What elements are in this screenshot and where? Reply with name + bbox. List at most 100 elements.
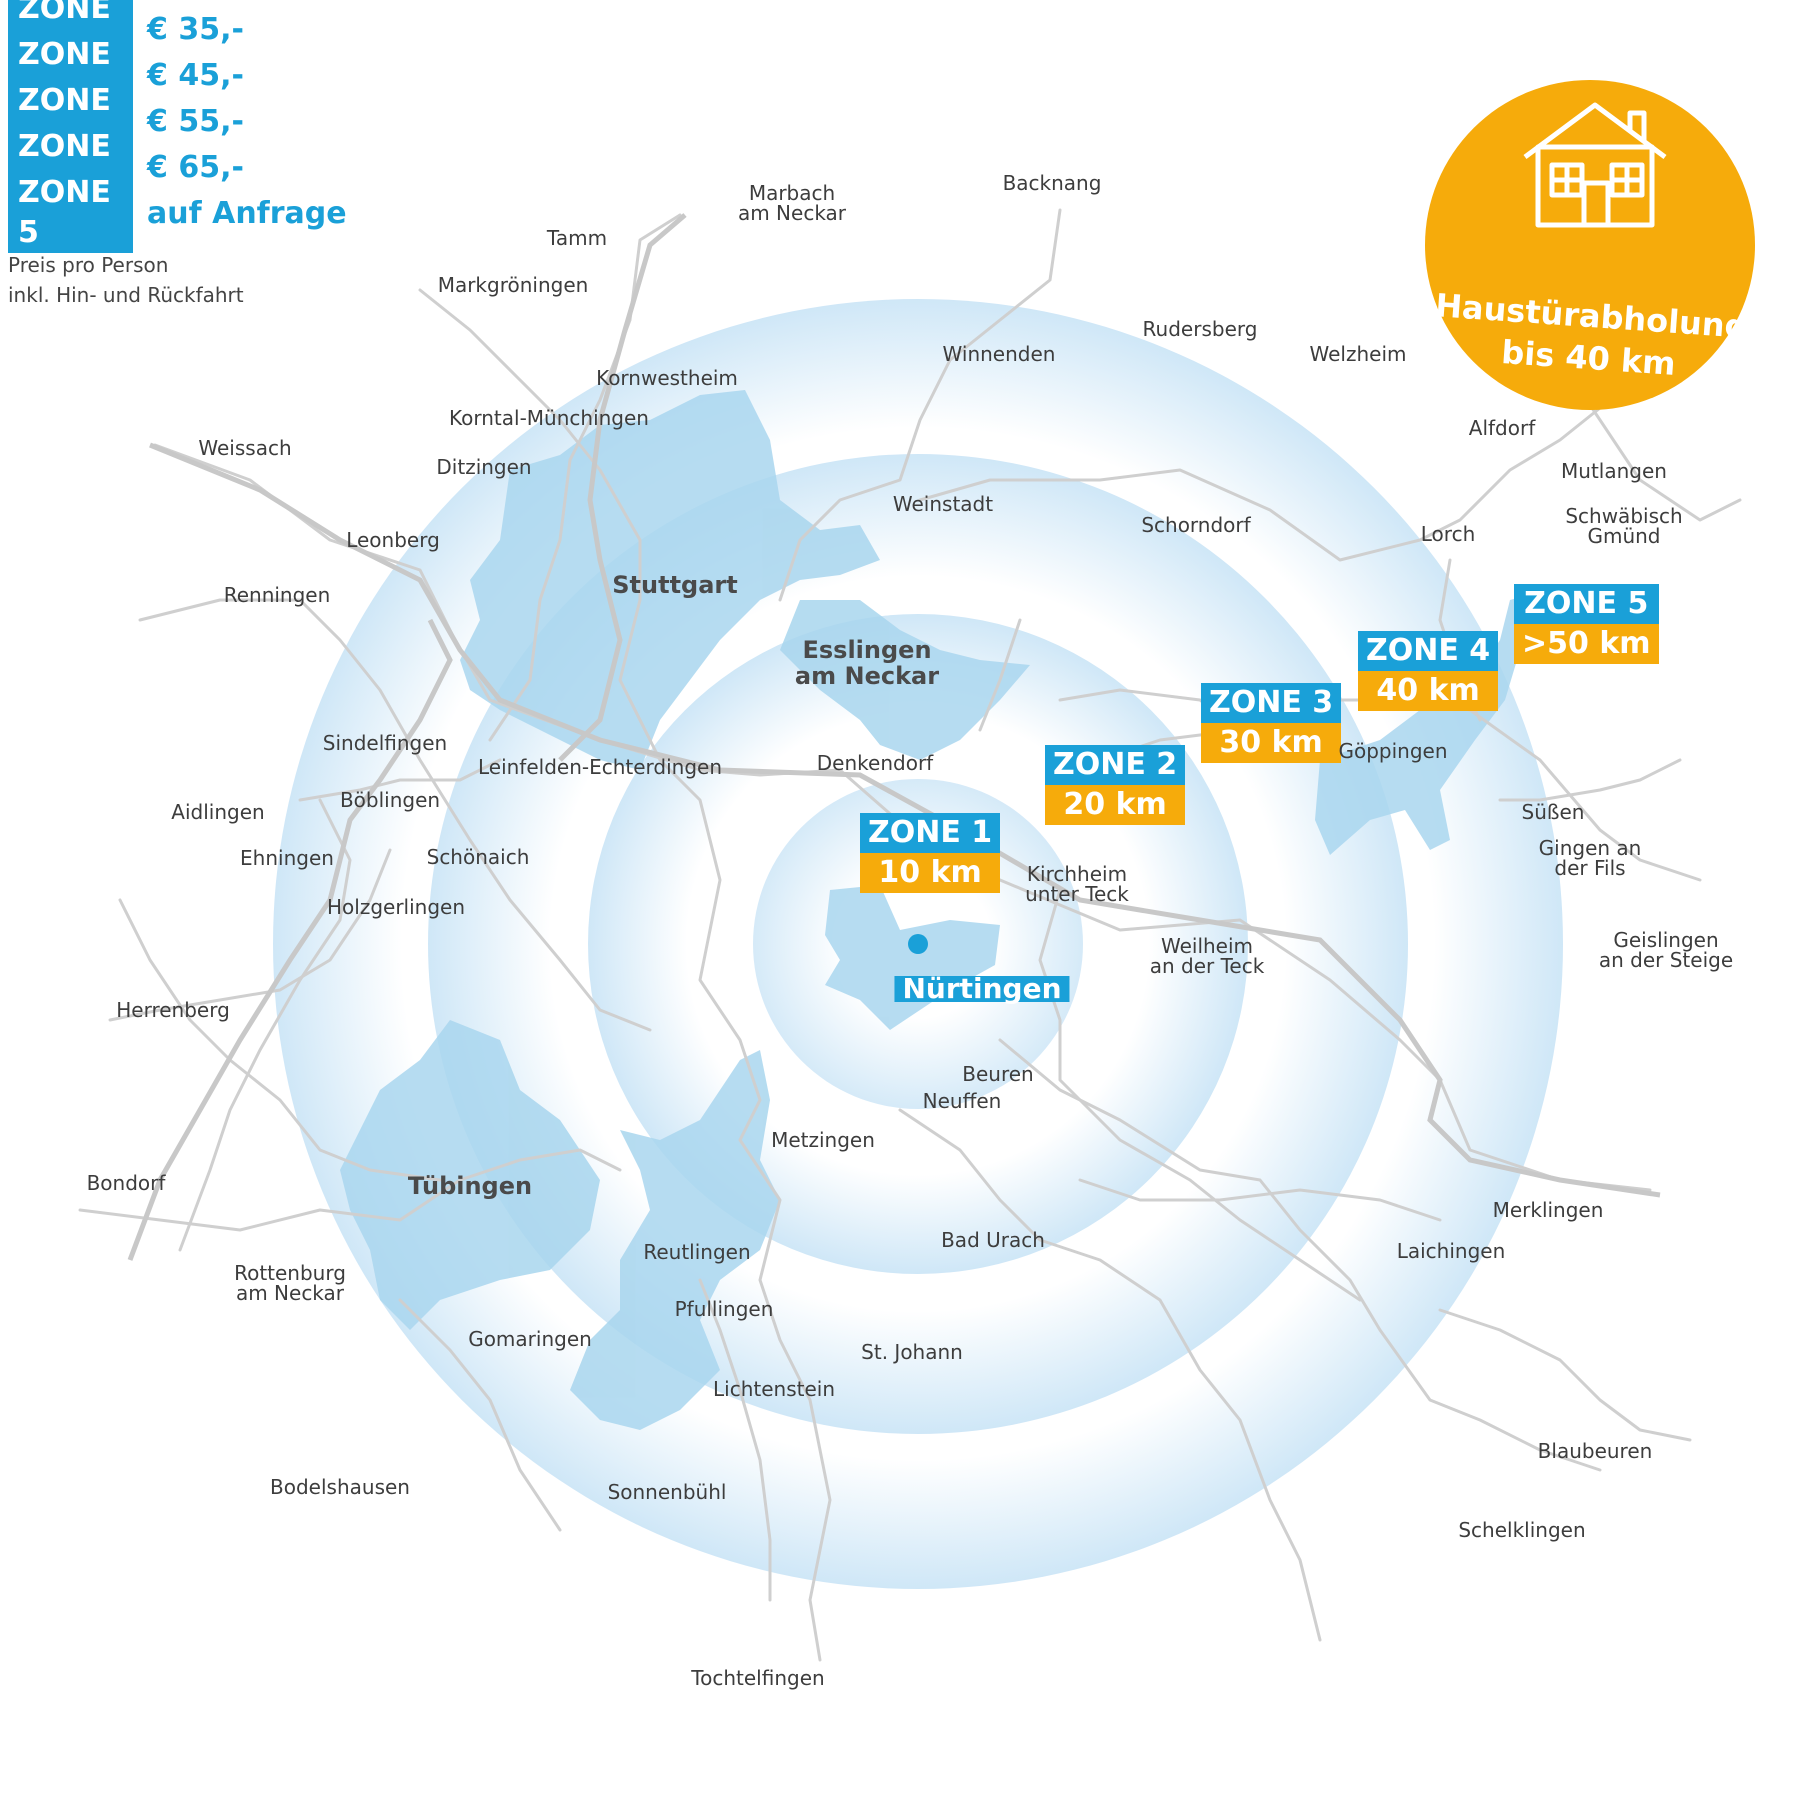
road xyxy=(898,1108,1322,1642)
zone-marker-2: ZONE 2 20 km xyxy=(1045,745,1186,825)
road xyxy=(488,213,682,742)
place-sonnenbuehl: Sonnenbühl xyxy=(607,1480,727,1504)
road xyxy=(978,618,1022,732)
place-beuren: Beuren xyxy=(962,1062,1034,1086)
place-geislingen: Geislingen an der Steige xyxy=(1598,928,1734,972)
place-ehningen: Ehningen xyxy=(240,846,334,870)
place-blaubeuren: Blaubeuren xyxy=(1537,1439,1653,1463)
place-goeppingen: Göppingen xyxy=(1338,739,1448,763)
legend-zone-5: ZONE 5 xyxy=(8,173,133,253)
place-gingen: Gingen an der Fils xyxy=(1538,836,1642,880)
place-boeblingen: Böblingen xyxy=(339,788,441,812)
place-backnang: Backnang xyxy=(1002,171,1102,195)
area-nuertingen xyxy=(825,885,1000,1030)
area-stuttgart xyxy=(460,390,880,770)
center-label-nuertingen: Nürtingen xyxy=(894,975,1070,1003)
house-icon xyxy=(1523,102,1667,228)
road xyxy=(298,758,502,802)
zone-marker-3: ZONE 3 30 km xyxy=(1201,683,1342,763)
city-stuttgart: Stuttgart xyxy=(612,571,738,599)
price-legend: ZONE 1 € 35,- ZONE 2 € 45,- ZONE 3 € 55,… xyxy=(8,0,347,253)
place-merklingen: Merklingen xyxy=(1492,1198,1604,1222)
zone-marker-1-distance: 10 km xyxy=(860,853,1001,893)
place-korntal: Korntal-Münchingen xyxy=(449,406,649,430)
place-kirchheim: Kirchheim unter Teck xyxy=(1025,862,1129,906)
place-leinfelden: Leinfelden-Echterdingen xyxy=(477,755,723,779)
place-bondorf: Bondorf xyxy=(86,1171,166,1195)
highway xyxy=(127,618,453,1261)
city-esslingen: Esslingen am Neckar xyxy=(794,636,940,690)
place-tochtelfingen: Tochtelfingen xyxy=(691,1666,825,1690)
road xyxy=(778,208,1062,602)
place-marbach: Marbach am Neckar xyxy=(737,181,847,225)
place-schwaebisch-gmuend: Schwäbisch Gmünd xyxy=(1565,504,1683,548)
zone-marker-5-name: ZONE 5 xyxy=(1514,584,1659,624)
place-schorndorf: Schorndorf xyxy=(1141,513,1251,537)
legend-price-1: € 35,- xyxy=(147,11,244,47)
place-renningen: Renningen xyxy=(223,583,331,607)
legend-price-3: € 55,- xyxy=(147,103,244,139)
legend-price-5: auf Anfrage xyxy=(147,195,347,231)
place-bodelshausen: Bodelshausen xyxy=(270,1475,410,1499)
road xyxy=(698,1278,772,1602)
road xyxy=(418,288,832,1662)
highway xyxy=(558,213,687,762)
road xyxy=(138,598,652,1032)
road xyxy=(118,898,442,1182)
zone-marker-4-distance: 40 km xyxy=(1358,671,1499,711)
area-reutlingen xyxy=(570,1050,780,1430)
place-pfullingen: Pfullingen xyxy=(674,1297,774,1321)
road xyxy=(178,798,352,1252)
nuertingen-pin xyxy=(908,934,928,954)
legend-price-4: € 65,- xyxy=(147,149,244,185)
area-goeppingen xyxy=(1315,590,1545,855)
area-esslingen xyxy=(780,600,1030,760)
place-rottenburg: Rottenburg am Neckar xyxy=(234,1261,346,1305)
place-ditzingen: Ditzingen xyxy=(436,455,532,479)
place-metzingen: Metzingen xyxy=(771,1128,875,1152)
road xyxy=(1438,1308,1692,1442)
road xyxy=(108,848,392,1022)
zone-marker-4-name: ZONE 4 xyxy=(1358,631,1499,671)
place-lichtenstein: Lichtenstein xyxy=(713,1377,835,1401)
place-alfdorf: Alfdorf xyxy=(1468,416,1536,440)
place-suessen: Süßen xyxy=(1521,800,1585,824)
place-lorch: Lorch xyxy=(1420,522,1476,546)
legend-price-2: € 45,- xyxy=(147,57,244,93)
road xyxy=(998,1038,1602,1472)
price-note-line2: inkl. Hin- und Rückfahrt xyxy=(8,283,244,307)
price-note-line1: Preis pro Person xyxy=(8,253,169,277)
place-leonberg: Leonberg xyxy=(346,528,440,552)
place-kornwestheim: Kornwestheim xyxy=(596,366,738,390)
road xyxy=(78,1148,622,1232)
zone-marker-1-name: ZONE 1 xyxy=(860,813,1001,853)
zone-marker-5: ZONE 5 >50 km xyxy=(1514,584,1659,664)
road xyxy=(398,1298,562,1532)
place-st-johann: St. Johann xyxy=(861,1340,963,1364)
place-weilheim: Weilheim an der Teck xyxy=(1149,934,1265,978)
legend-row: ZONE 5 auf Anfrage xyxy=(8,173,347,253)
place-holzgerlingen: Holzgerlingen xyxy=(326,895,466,919)
zone-marker-1: ZONE 1 10 km xyxy=(860,813,1001,893)
road xyxy=(1078,1178,1442,1222)
place-gomaringen: Gomaringen xyxy=(468,1327,592,1351)
place-schoenaich: Schönaich xyxy=(426,845,530,869)
place-herrenberg: Herrenberg xyxy=(116,998,230,1022)
area-tuebingen xyxy=(340,1020,600,1330)
zone-marker-3-name: ZONE 3 xyxy=(1201,683,1342,723)
place-rudersberg: Rudersberg xyxy=(1142,317,1258,341)
place-weinstadt: Weinstadt xyxy=(892,492,994,516)
zone-marker-2-distance: 20 km xyxy=(1045,785,1186,825)
road xyxy=(918,398,1612,562)
zone-marker-3-distance: 30 km xyxy=(1201,723,1342,763)
place-markgroeningen: Markgröningen xyxy=(437,273,589,297)
place-bad-urach: Bad Urach xyxy=(941,1228,1045,1252)
price-note: Preis pro Person inkl. Hin- und Rückfahr… xyxy=(8,250,244,310)
place-welzheim: Welzheim xyxy=(1309,342,1407,366)
place-sindelfingen: Sindelfingen xyxy=(322,731,448,755)
place-neuffen: Neuffen xyxy=(922,1089,1002,1113)
place-mutlangen: Mutlangen xyxy=(1561,459,1667,483)
zone-marker-4: ZONE 4 40 km xyxy=(1358,631,1499,711)
place-laichingen: Laichingen xyxy=(1396,1239,1506,1263)
place-weissach: Weissach xyxy=(198,436,292,460)
